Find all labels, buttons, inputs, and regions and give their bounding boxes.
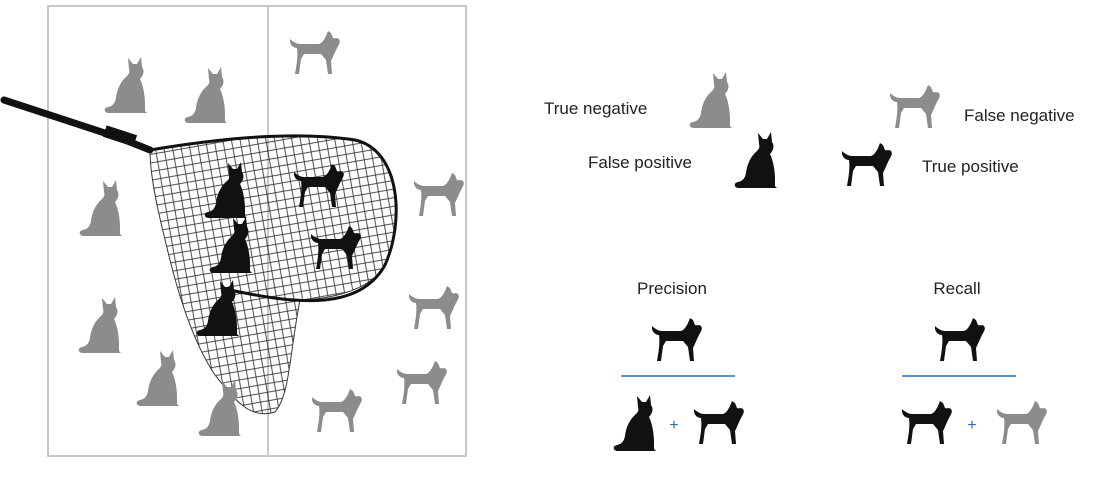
legend-false-positive: False positive	[588, 153, 692, 172]
dog-icon	[997, 401, 1047, 444]
legend-true-positive: True positive	[922, 157, 1019, 176]
cat-icon	[734, 132, 777, 188]
dog-icon	[409, 286, 459, 329]
net-bag	[149, 135, 397, 415]
cat-icon	[104, 57, 147, 113]
dog-icon	[290, 31, 340, 74]
dog-icon	[414, 173, 464, 216]
landing-net-icon	[0, 96, 398, 415]
precision-title: Precision	[637, 279, 707, 298]
cat-icon	[78, 297, 121, 353]
legend-false-negative: False negative	[964, 106, 1075, 125]
dog-icon	[842, 143, 892, 186]
net-rim	[149, 134, 398, 303]
dog-icon	[935, 318, 985, 361]
dog-icon	[652, 318, 702, 361]
dog-icon	[312, 389, 362, 432]
precision-plus: +	[669, 417, 678, 434]
dog-icon	[397, 361, 447, 404]
cat-icon	[79, 180, 122, 236]
net-handle-joint	[102, 125, 138, 147]
dog-icon	[902, 401, 952, 444]
cat-icon	[198, 380, 241, 436]
legend-true-negative: True negative	[544, 99, 647, 118]
dog-icon	[694, 401, 744, 444]
population-box	[47, 5, 467, 457]
cat-icon	[184, 67, 227, 123]
dog-icon	[890, 85, 940, 128]
cat-icon	[136, 350, 179, 406]
cat-icon	[613, 395, 656, 451]
cat-icon	[689, 72, 732, 128]
recall-plus: +	[967, 417, 976, 434]
recall-title: Recall	[933, 279, 980, 298]
